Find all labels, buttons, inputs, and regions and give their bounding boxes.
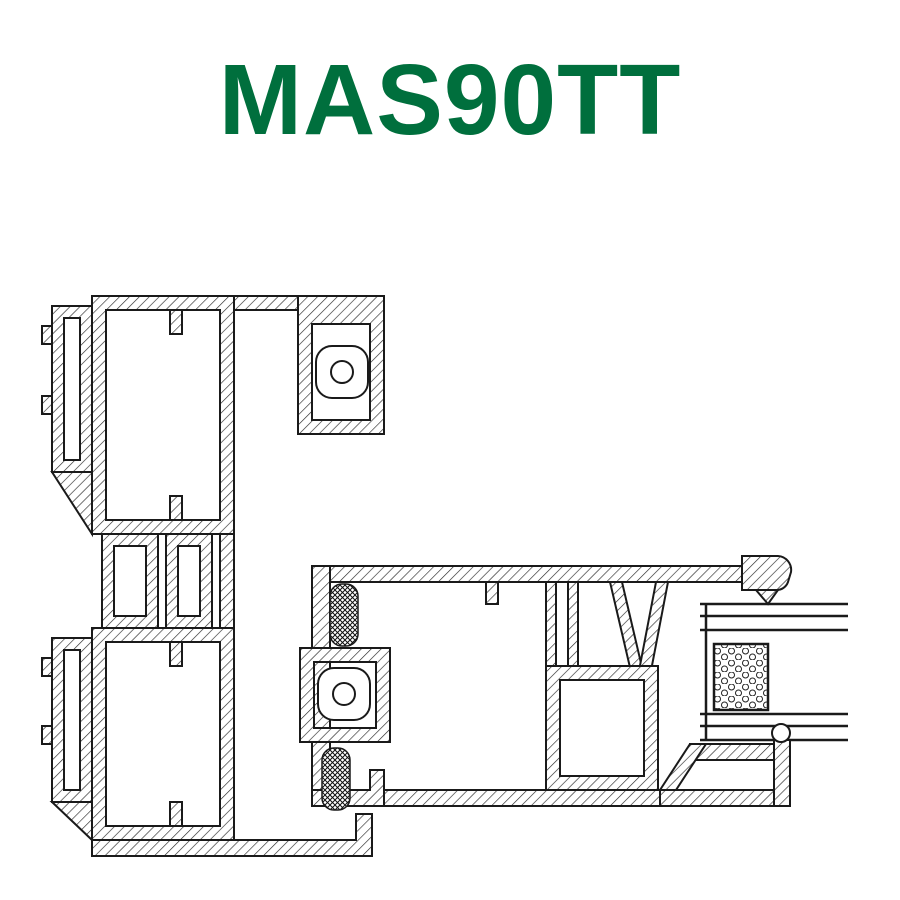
frame-bottom-foot bbox=[91, 813, 373, 857]
sandwich-panel bbox=[700, 600, 848, 744]
gasket-holder-upper bbox=[297, 295, 385, 435]
sash-bottom-wall bbox=[383, 789, 661, 807]
sash-bottom-wall-right bbox=[659, 789, 791, 807]
sash-top-wall bbox=[329, 565, 747, 583]
sash-chamber-box bbox=[545, 665, 659, 791]
page-title: MAS90TT bbox=[218, 44, 682, 156]
frame-top-arm bbox=[233, 295, 309, 311]
frame-upper-tab-bottom bbox=[169, 495, 183, 521]
sash-thermal-strut bbox=[608, 581, 646, 677]
frame-lower-block bbox=[91, 627, 235, 841]
honeycomb-core bbox=[712, 642, 770, 712]
sash-end-lip bbox=[773, 739, 791, 807]
gasket-holder-lower bbox=[299, 647, 391, 743]
sash-thermal-strut bbox=[545, 581, 557, 667]
thermal-strut-right bbox=[165, 533, 213, 629]
frame-lower-tab-bottom bbox=[169, 801, 183, 827]
glazing-bead-lower bbox=[51, 637, 93, 803]
bead-clip-icon bbox=[41, 395, 53, 415]
brush-seal-lower bbox=[321, 747, 351, 811]
corner-gasket-tip bbox=[753, 589, 780, 606]
bead-clip-icon bbox=[41, 725, 53, 745]
sash-profile-section bbox=[311, 555, 848, 807]
sash-thermal-strut bbox=[567, 581, 579, 667]
frame-side-wall bbox=[219, 533, 235, 629]
outer-frame-section bbox=[41, 295, 385, 857]
sash-top-tab bbox=[485, 581, 499, 605]
frame-upper-tab-top bbox=[169, 309, 183, 335]
bulb-seal bbox=[771, 723, 791, 743]
frame-upper-block bbox=[91, 295, 235, 535]
bead-lower-foot bbox=[49, 801, 93, 843]
gasket-lower-core bbox=[332, 682, 356, 706]
bead-clip-icon bbox=[41, 325, 53, 345]
panel-support-strut bbox=[658, 743, 708, 791]
bead-upper-foot bbox=[50, 471, 93, 538]
frame-lower-tab-top bbox=[169, 641, 183, 667]
sash-thermal-strut bbox=[636, 581, 670, 677]
bead-clip-icon bbox=[41, 657, 53, 677]
corner-gasket-holder bbox=[741, 555, 793, 591]
thermal-strut-left bbox=[101, 533, 159, 629]
gasket-upper-core bbox=[330, 360, 354, 384]
brush-seal-upper bbox=[329, 583, 359, 647]
junction-seals bbox=[299, 583, 391, 811]
glazing-bead-upper bbox=[51, 305, 93, 473]
